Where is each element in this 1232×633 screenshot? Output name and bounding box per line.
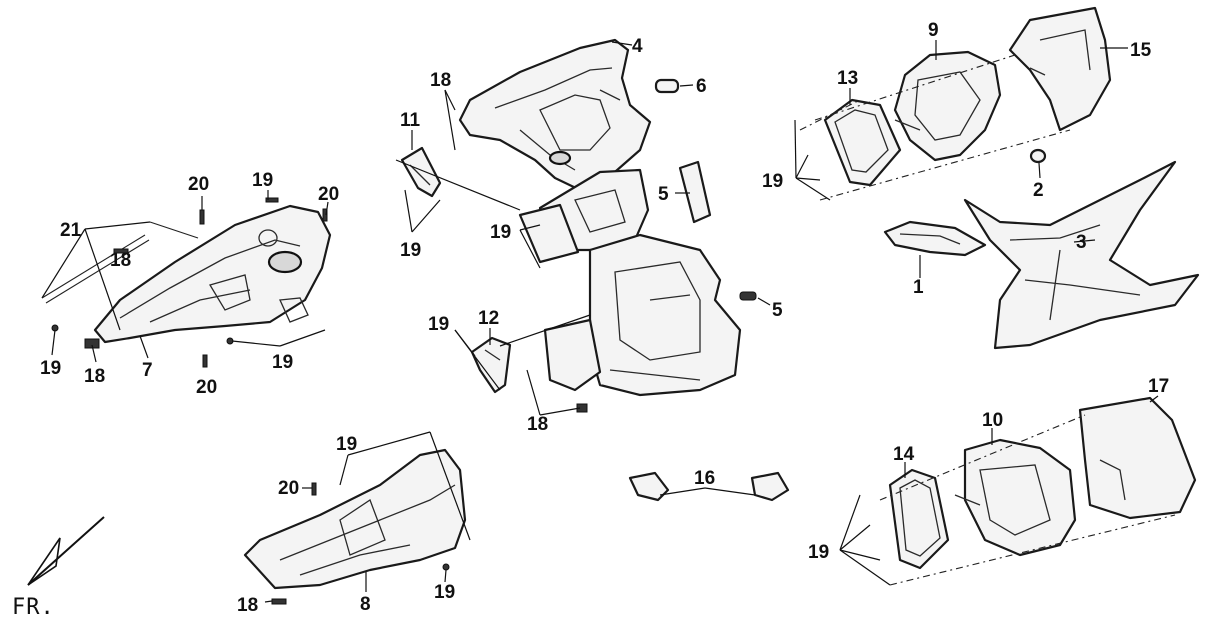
callout-21: 21	[60, 220, 82, 241]
front-direction-indicator: FR.	[12, 516, 105, 620]
callout-20: 20	[318, 184, 339, 205]
part-8-lower-cover	[243, 448, 467, 605]
part-5-center-panel	[518, 160, 712, 264]
callout-19: 19	[400, 240, 421, 261]
callout-19: 19	[336, 434, 357, 455]
callout-18: 18	[527, 414, 548, 435]
callout-14: 14	[893, 444, 915, 465]
callout-15: 15	[1130, 40, 1152, 61]
callout-8: 8	[360, 594, 371, 615]
callout-20: 20	[278, 478, 299, 499]
callout-labels: 21 20 19 20 18 19 18 7 20 19 18 11 19 4 …	[40, 20, 1169, 616]
callout-20: 20	[196, 377, 217, 398]
callout-13: 13	[837, 68, 858, 89]
part-15-cover	[1008, 6, 1112, 132]
part-14-frame	[888, 468, 950, 570]
callout-18: 18	[237, 595, 258, 616]
callout-19: 19	[272, 352, 293, 373]
part-10-duct	[954, 438, 1077, 557]
part-6-clip	[654, 78, 680, 94]
callout-19: 19	[252, 170, 273, 191]
callout-11: 11	[400, 110, 421, 131]
callout-19: 19	[428, 314, 449, 335]
callout-19: 19	[762, 171, 783, 192]
callout-4: 4	[632, 36, 643, 57]
part-9-duct	[893, 50, 1002, 162]
callout-10: 10	[982, 410, 1003, 431]
leader-lines	[41, 40, 1159, 603]
callout-18: 18	[84, 366, 105, 387]
callout-19: 19	[808, 542, 829, 563]
part-2-grommet	[1029, 148, 1047, 164]
callout-12: 12	[478, 308, 499, 329]
callout-20: 20	[188, 174, 209, 195]
callout-3: 3	[1076, 232, 1087, 253]
part-12-bracket	[470, 336, 512, 394]
callout-6: 6	[696, 76, 707, 97]
callout-19: 19	[40, 358, 61, 379]
callout-19: 19	[490, 222, 511, 243]
callout-5: 5	[772, 300, 783, 321]
part-16-clips	[628, 471, 790, 502]
callout-1: 1	[913, 277, 924, 298]
callout-17: 17	[1148, 376, 1169, 397]
part-11-bracket	[395, 146, 521, 211]
part-7-inner-cover	[93, 204, 332, 344]
callout-19: 19	[434, 582, 455, 603]
part-17-cover	[1078, 396, 1197, 520]
part-13-frame	[823, 98, 902, 187]
callout-18: 18	[430, 70, 451, 91]
screws-left-group	[51, 197, 328, 368]
part-lower-front-cover	[543, 233, 757, 413]
part-3-leg-shield	[963, 160, 1200, 350]
callout-2: 2	[1033, 180, 1044, 201]
part-1-lamp-lens	[883, 220, 987, 257]
callout-7: 7	[142, 360, 153, 381]
callout-16: 16	[694, 468, 715, 489]
part-4-front-upper-frame	[458, 38, 652, 192]
callout-9: 9	[928, 20, 939, 41]
front-label: FR.	[12, 595, 55, 620]
callout-5: 5	[658, 184, 669, 205]
part-21-rod	[41, 221, 199, 304]
callout-18: 18	[110, 250, 131, 271]
